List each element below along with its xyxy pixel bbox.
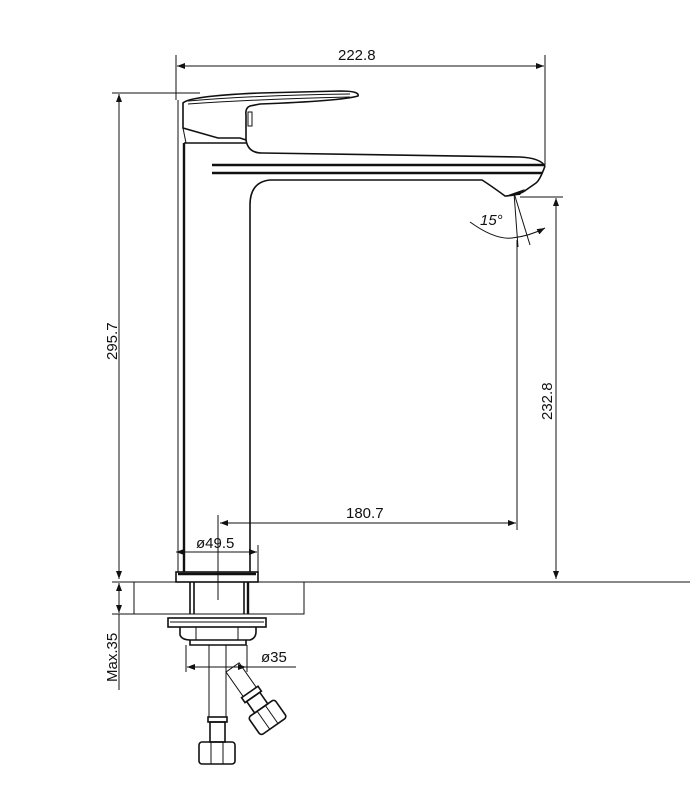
dimension-overall-height: 295.7 (104, 92, 200, 579)
dimension-spout-reach: 180.7 (217, 240, 518, 590)
dimension-label-overall-height: 295.7 (104, 322, 121, 360)
dimension-label-spout-angle: 15° (480, 212, 503, 229)
dimension-label-base-diameter: ø49.5 (196, 535, 234, 552)
dimension-label-spout-height: 232.8 (539, 382, 556, 420)
dimension-max-deck-thickness: Max.35 (104, 581, 134, 690)
dimension-label-max-deck: Max.35 (104, 633, 121, 682)
dimension-overall-width: 222.8 (175, 47, 546, 165)
supply-hoses (198, 644, 287, 765)
dimension-base-diameter: ø49.5 (176, 535, 259, 575)
faucet-base (175, 571, 690, 583)
dimension-spout-angle: 15° (469, 192, 546, 248)
dimension-shank-diameter: ø35 (185, 645, 296, 672)
dimension-label-overall-width: 222.8 (338, 47, 376, 64)
dimension-label-shank-diameter: ø35 (261, 649, 287, 666)
countertop-section (133, 581, 305, 615)
dimension-spout-height: 232.8 (520, 196, 563, 579)
faucet-body (177, 90, 546, 572)
mounting-nut (167, 617, 267, 646)
dimension-label-spout-reach: 180.7 (346, 505, 384, 522)
